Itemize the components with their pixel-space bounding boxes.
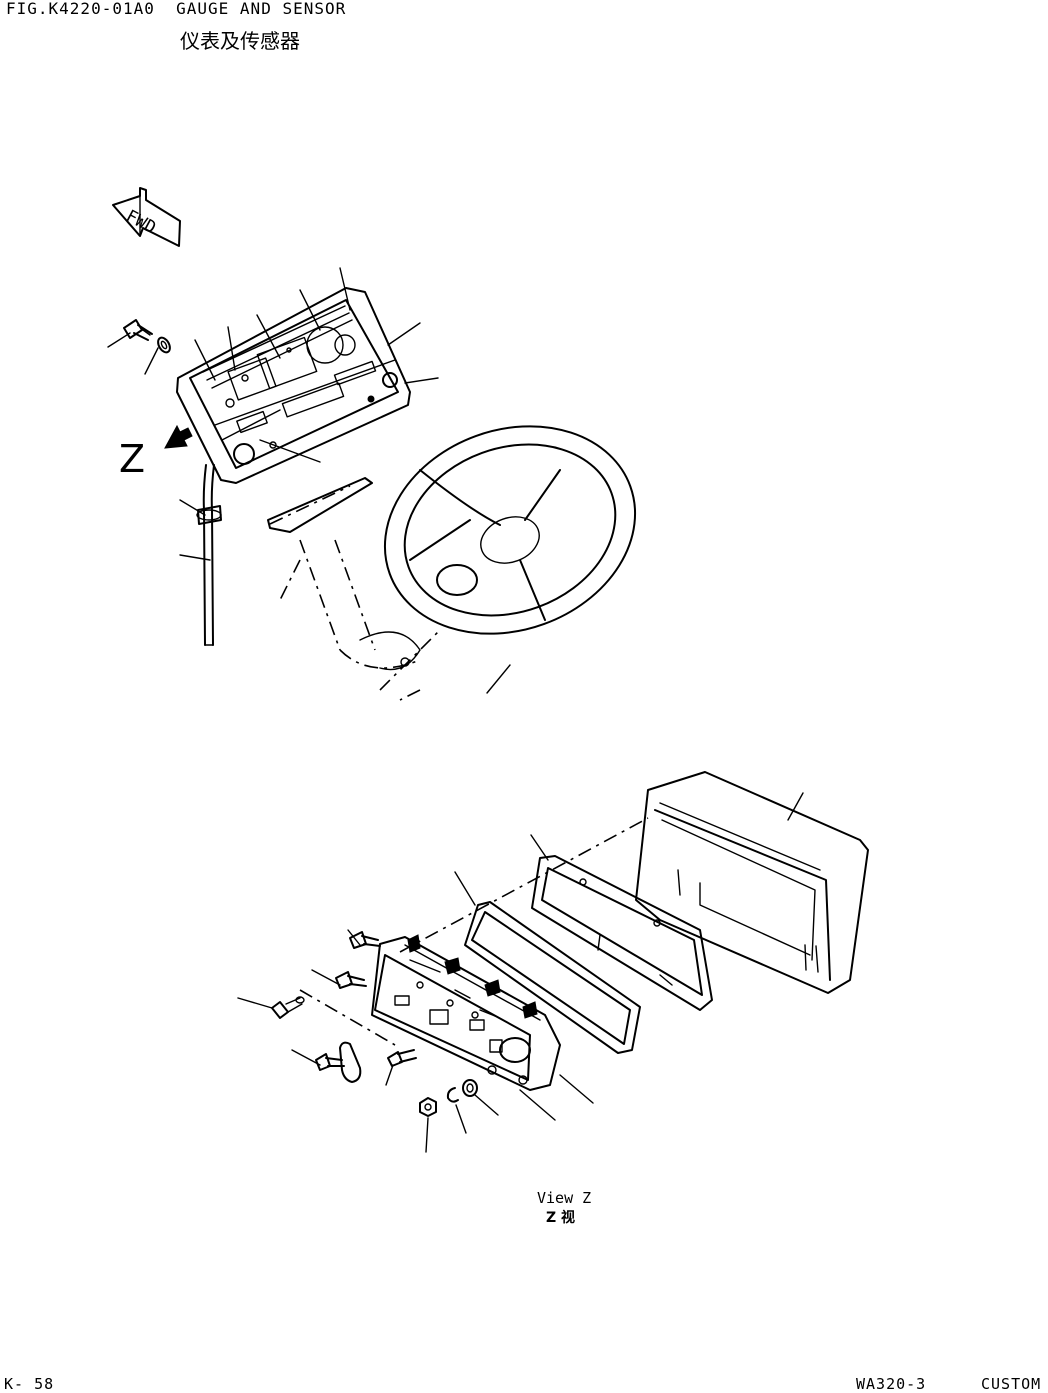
- sensor-cable: [196, 464, 222, 646]
- screw-icon: [349, 931, 381, 949]
- page-number: K- 58: [4, 1375, 55, 1393]
- dashboard-instrument-panel: [176, 287, 411, 533]
- glass-lens: [464, 901, 641, 1054]
- assembly-axis-line-lower: [299, 989, 396, 1046]
- washer-icon: [462, 1079, 478, 1097]
- view-z-arrow-icon: [164, 424, 193, 449]
- screw-icon: [335, 971, 367, 989]
- edition-label: CUSTOM: [981, 1375, 1042, 1393]
- steering-wheel: [383, 425, 637, 635]
- bulb-socket-icon: [271, 996, 305, 1019]
- instrument-cover: [635, 771, 869, 994]
- view-caption: View Z: [537, 1189, 592, 1207]
- frame-gasket: [531, 855, 713, 1011]
- model-code: WA320-3: [856, 1375, 927, 1393]
- spring-washer-icon: [446, 1087, 459, 1103]
- view-z-letter: Z: [119, 437, 146, 481]
- bulb-icon: [339, 1041, 362, 1083]
- lower-leader-lines: [237, 792, 804, 1153]
- washer-icon: [157, 336, 171, 354]
- figure-title-chinese: 仪表及传感器: [180, 29, 300, 53]
- figure-title: FIG.K4220-01A0 GAUGE AND SENSOR: [6, 0, 347, 18]
- view-caption-chinese: Z 视: [546, 1210, 576, 1226]
- fwd-arrow-icon: [112, 187, 181, 247]
- nut-icon: [419, 1097, 437, 1117]
- steering-column: [279, 539, 441, 701]
- instrument-body: [371, 934, 561, 1091]
- bolt-icon: [123, 319, 153, 341]
- screw-icon: [387, 1049, 417, 1067]
- assembly-axis-line: [399, 817, 649, 953]
